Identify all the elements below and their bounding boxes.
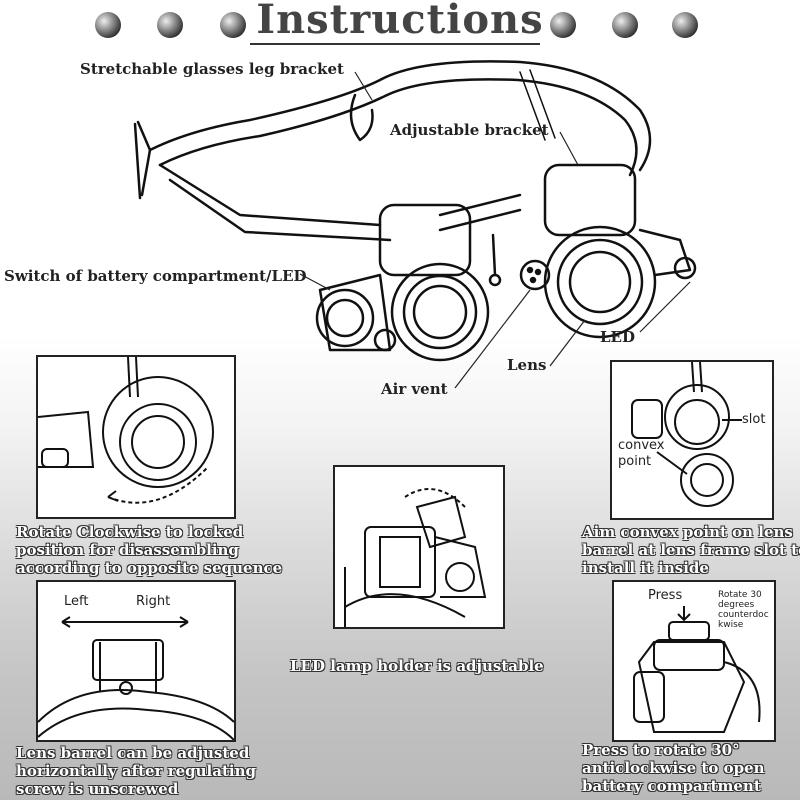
decor-dot-2 [157,12,183,38]
callout-air-vent: Air vent [381,380,448,398]
rotate-illustration [38,357,214,504]
barrel-left-label: Left [64,594,89,609]
decor-dot-3 [220,12,246,38]
caption-battery: Press to rotate 30° anticlockwise to ope… [582,741,765,795]
caption-aim-line-3: install it inside [582,559,709,577]
battery-illustration [633,606,761,733]
decor-dot-1 [95,12,121,38]
aim-slot-label: slot [742,412,766,427]
callout-switch: Switch of battery compartment/LED [4,267,307,285]
title-underline [250,43,540,45]
callout-leg-bracket: Stretchable glasses leg bracket [80,60,344,78]
caption-rotate-line-1: Rotate Clockwise to locked [16,523,244,541]
battery-rotate-note-2: degrees [718,600,755,610]
caption-barrel-line-3: screw is unscrewed [16,780,179,798]
caption-rotate-line-2: position for disassembling [16,541,239,559]
caption-barrel: Lens barrel can be adjusted horizontally… [16,744,256,798]
aim-illustration [631,362,742,507]
panel-battery: Press Rotate 30 degrees counterdoc kwise [612,580,776,742]
caption-barrel-line-2: horizontally after regulating [16,762,256,780]
decor-dot-4 [550,12,576,38]
caption-battery-line-1: Press to rotate 30° [582,741,740,759]
aim-convex-label: convex [618,438,665,453]
decor-dot-6 [672,12,698,38]
barrel-illustration [38,616,234,740]
battery-rotate-note-3: counterdoc [718,610,769,620]
battery-rotate-note-1: Rotate 30 [718,590,762,600]
caption-lamp: LED lamp holder is adjustable [290,657,544,675]
battery-rotate-note: Rotate 30 degrees counterdoc kwise [718,590,769,630]
caption-aim-line-1: Aim convex point on lens [582,523,793,541]
lamp-illustration [344,488,487,627]
caption-rotate: Rotate Clockwise to locked position for … [16,523,282,577]
caption-barrel-line-1: Lens barrel can be adjusted [16,744,250,762]
callout-adjustable-bracket: Adjustable bracket [390,121,549,139]
panel-lamp [333,465,505,629]
panel-barrel: Left Right [36,580,236,742]
page-title: Instructions [256,0,544,43]
caption-rotate-line-3: according to opposite sequence [16,559,283,577]
caption-aim-line-2: barrel at lens frame slot to [582,541,800,559]
caption-battery-line-2: anticlockwise to open [582,759,765,777]
barrel-right-label: Right [136,594,171,609]
panel-rotate [36,355,236,519]
battery-press-label: Press [648,588,683,603]
callout-led: LED [600,328,635,346]
glasses-illustration [133,60,697,389]
caption-aim: Aim convex point on lens barrel at lens … [582,523,800,577]
callout-lens: Lens [507,356,547,374]
caption-battery-line-3: battery compartment [582,777,761,795]
decor-dot-5 [612,12,638,38]
panel-aim: slot convex point [610,360,774,520]
aim-point-label: point [618,454,652,469]
battery-rotate-note-4: kwise [718,620,744,630]
